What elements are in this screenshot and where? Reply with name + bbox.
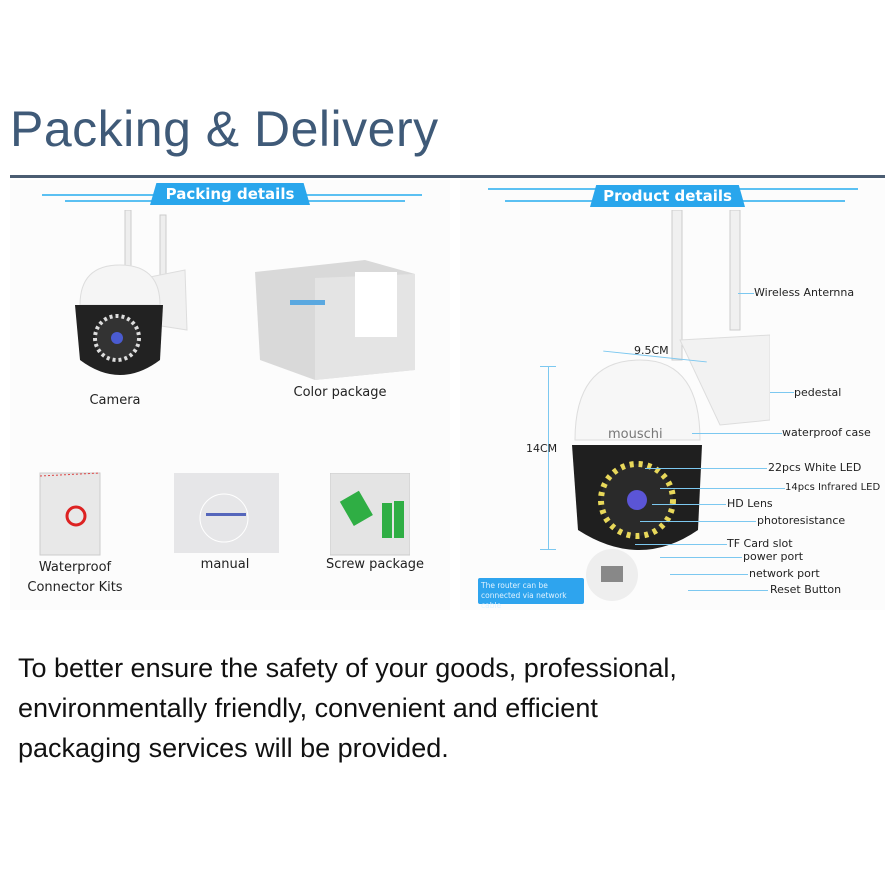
callout-photoresistance: photoresistance — [757, 514, 846, 527]
description-line: environmentally friendly, convenient and… — [18, 693, 598, 723]
camera-label: Camera — [89, 393, 141, 408]
waterproof-kit-label-line1: Waterproof — [38, 560, 112, 575]
callout-waterproof-case: waterproof case — [782, 426, 871, 439]
color-package-image — [255, 260, 415, 380]
packing-details-banner: Packing details — [150, 183, 310, 205]
description-line: packaging services will be provided. — [18, 733, 449, 763]
waterproof-kit-image — [39, 472, 101, 556]
callout-tf-card-slot: TF Card slot — [727, 537, 793, 550]
network-connector-image — [586, 549, 638, 601]
color-package-label: Color package — [293, 385, 387, 400]
title-divider — [10, 175, 885, 178]
router-note: The router can be connected via network … — [478, 578, 584, 610]
height-dimension: 14CM — [526, 442, 558, 455]
description-line: To better ensure the safety of your good… — [18, 653, 677, 683]
callout-network-port: network port — [749, 567, 820, 580]
width-dimension: 9.5CM — [634, 344, 669, 357]
product-details-panel: Product details mouschi 14CM 9.5CM Wirel… — [460, 180, 885, 610]
callout-pedestal: pedestal — [794, 386, 842, 399]
screw-package-label: Screw package — [325, 557, 425, 572]
packing-details-panel: Packing details Camera Color package Wat… — [10, 180, 450, 610]
manual-image — [174, 473, 279, 553]
waterproof-kit-label: Waterproof Connector Kits — [20, 558, 130, 598]
brand-logo: mouschi — [608, 427, 663, 442]
callout-power-port: power port — [743, 550, 804, 563]
manual-label: manual — [200, 557, 250, 572]
product-details-banner: Product details — [590, 185, 745, 207]
screw-package-image — [330, 473, 410, 556]
callout-white-led: 22pcs White LED — [768, 461, 862, 474]
description: To better ensure the safety of your good… — [18, 648, 878, 768]
callout-reset-button: Reset Button — [770, 583, 842, 596]
callout-infrared-led: 14pcs Infrared LED — [785, 482, 881, 493]
camera-image — [75, 210, 188, 375]
page-title: Packing & Delivery — [10, 101, 439, 157]
camera-diagram: mouschi — [572, 210, 770, 550]
callout-hd-lens: HD Lens — [727, 497, 773, 510]
waterproof-kit-label-line2: Connector Kits — [27, 580, 123, 595]
callout-wireless-antenna: Wireless Anternna — [754, 286, 855, 299]
